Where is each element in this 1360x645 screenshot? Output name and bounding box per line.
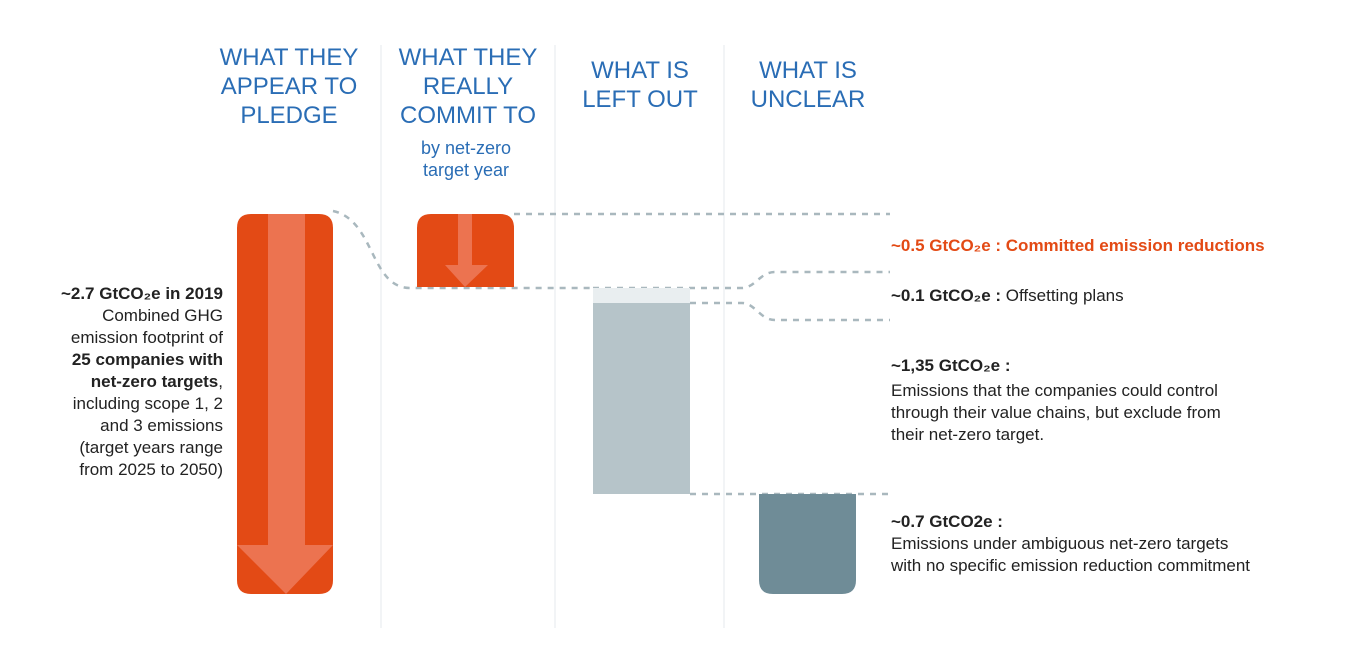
svg-text:emission footprint of: emission footprint of xyxy=(71,328,223,347)
connector-line xyxy=(690,301,890,322)
bar-left-out xyxy=(593,303,690,494)
column-title-commit: WHAT THEY REALLY COMMIT TO by net-zero t… xyxy=(399,44,538,180)
svg-text:LEFT OUT: LEFT OUT xyxy=(582,86,698,113)
down-arrow-icon xyxy=(237,214,333,594)
column-title-pledge: WHAT THEY APPEAR TO PLEDGE xyxy=(220,44,359,129)
svg-text:through their value chains, bu: through their value chains, but exclude … xyxy=(891,403,1221,422)
svg-text:target year: target year xyxy=(423,160,509,180)
svg-text:including scope 1, 2: including scope 1, 2 xyxy=(73,394,223,413)
svg-text:net-zero targets,: net-zero targets, xyxy=(91,372,223,391)
bar-unclear xyxy=(759,494,856,594)
svg-text:PLEDGE: PLEDGE xyxy=(240,102,337,129)
svg-text:~1,35 GtCO₂e :: ~1,35 GtCO₂e : xyxy=(891,356,1011,375)
note-committed: ~0.5 GtCO₂e : Committed emission reducti… xyxy=(891,236,1265,255)
svg-text:REALLY: REALLY xyxy=(423,73,513,100)
svg-text:WHAT THEY: WHAT THEY xyxy=(220,44,359,71)
left-note: ~2.7 GtCO₂e in 2019 Combined GHG emissio… xyxy=(61,284,223,479)
svg-text:and 3 emissions: and 3 emissions xyxy=(100,416,223,435)
svg-text:with no specific emission redu: with no specific emission reduction comm… xyxy=(890,556,1250,575)
svg-text:(target years range: (target years range xyxy=(79,438,223,457)
svg-text:Emissions under ambiguous net-: Emissions under ambiguous net-zero targe… xyxy=(891,534,1228,553)
svg-text:COMMIT TO: COMMIT TO xyxy=(400,102,536,129)
svg-text:WHAT THEY: WHAT THEY xyxy=(399,44,538,71)
svg-text:~2.7 GtCO₂e in 2019: ~2.7 GtCO₂e in 2019 xyxy=(61,284,223,303)
column-title-unclear: WHAT IS UNCLEAR xyxy=(751,57,866,113)
connector-line xyxy=(593,270,890,290)
connector-line xyxy=(332,209,593,290)
down-arrow-icon xyxy=(445,214,488,287)
note-offsetting: ~0.1 GtCO₂e : Offsetting plans xyxy=(891,286,1124,305)
svg-text:APPEAR TO: APPEAR TO xyxy=(221,73,358,100)
svg-text:25 companies with: 25 companies with xyxy=(72,350,223,369)
svg-text:Emissions that the companies c: Emissions that the companies could contr… xyxy=(891,381,1218,400)
svg-text:from 2025 to 2050): from 2025 to 2050) xyxy=(79,460,223,479)
svg-text:WHAT IS: WHAT IS xyxy=(591,57,689,84)
svg-text:Combined GHG: Combined GHG xyxy=(102,306,223,325)
column-title-left-out: WHAT IS LEFT OUT xyxy=(582,57,698,113)
note-left-out: ~1,35 GtCO₂e : Emissions that the compan… xyxy=(891,356,1221,444)
note-unclear: ~0.7 GtCO2e : Emissions under ambiguous … xyxy=(890,512,1250,575)
svg-text:UNCLEAR: UNCLEAR xyxy=(751,86,866,113)
svg-text:their net-zero target.: their net-zero target. xyxy=(891,425,1044,444)
svg-text:~0.7 GtCO2e :: ~0.7 GtCO2e : xyxy=(891,512,1003,531)
svg-text:WHAT IS: WHAT IS xyxy=(759,57,857,84)
svg-text:by net-zero: by net-zero xyxy=(421,138,511,158)
bar-offsetting xyxy=(593,288,690,303)
